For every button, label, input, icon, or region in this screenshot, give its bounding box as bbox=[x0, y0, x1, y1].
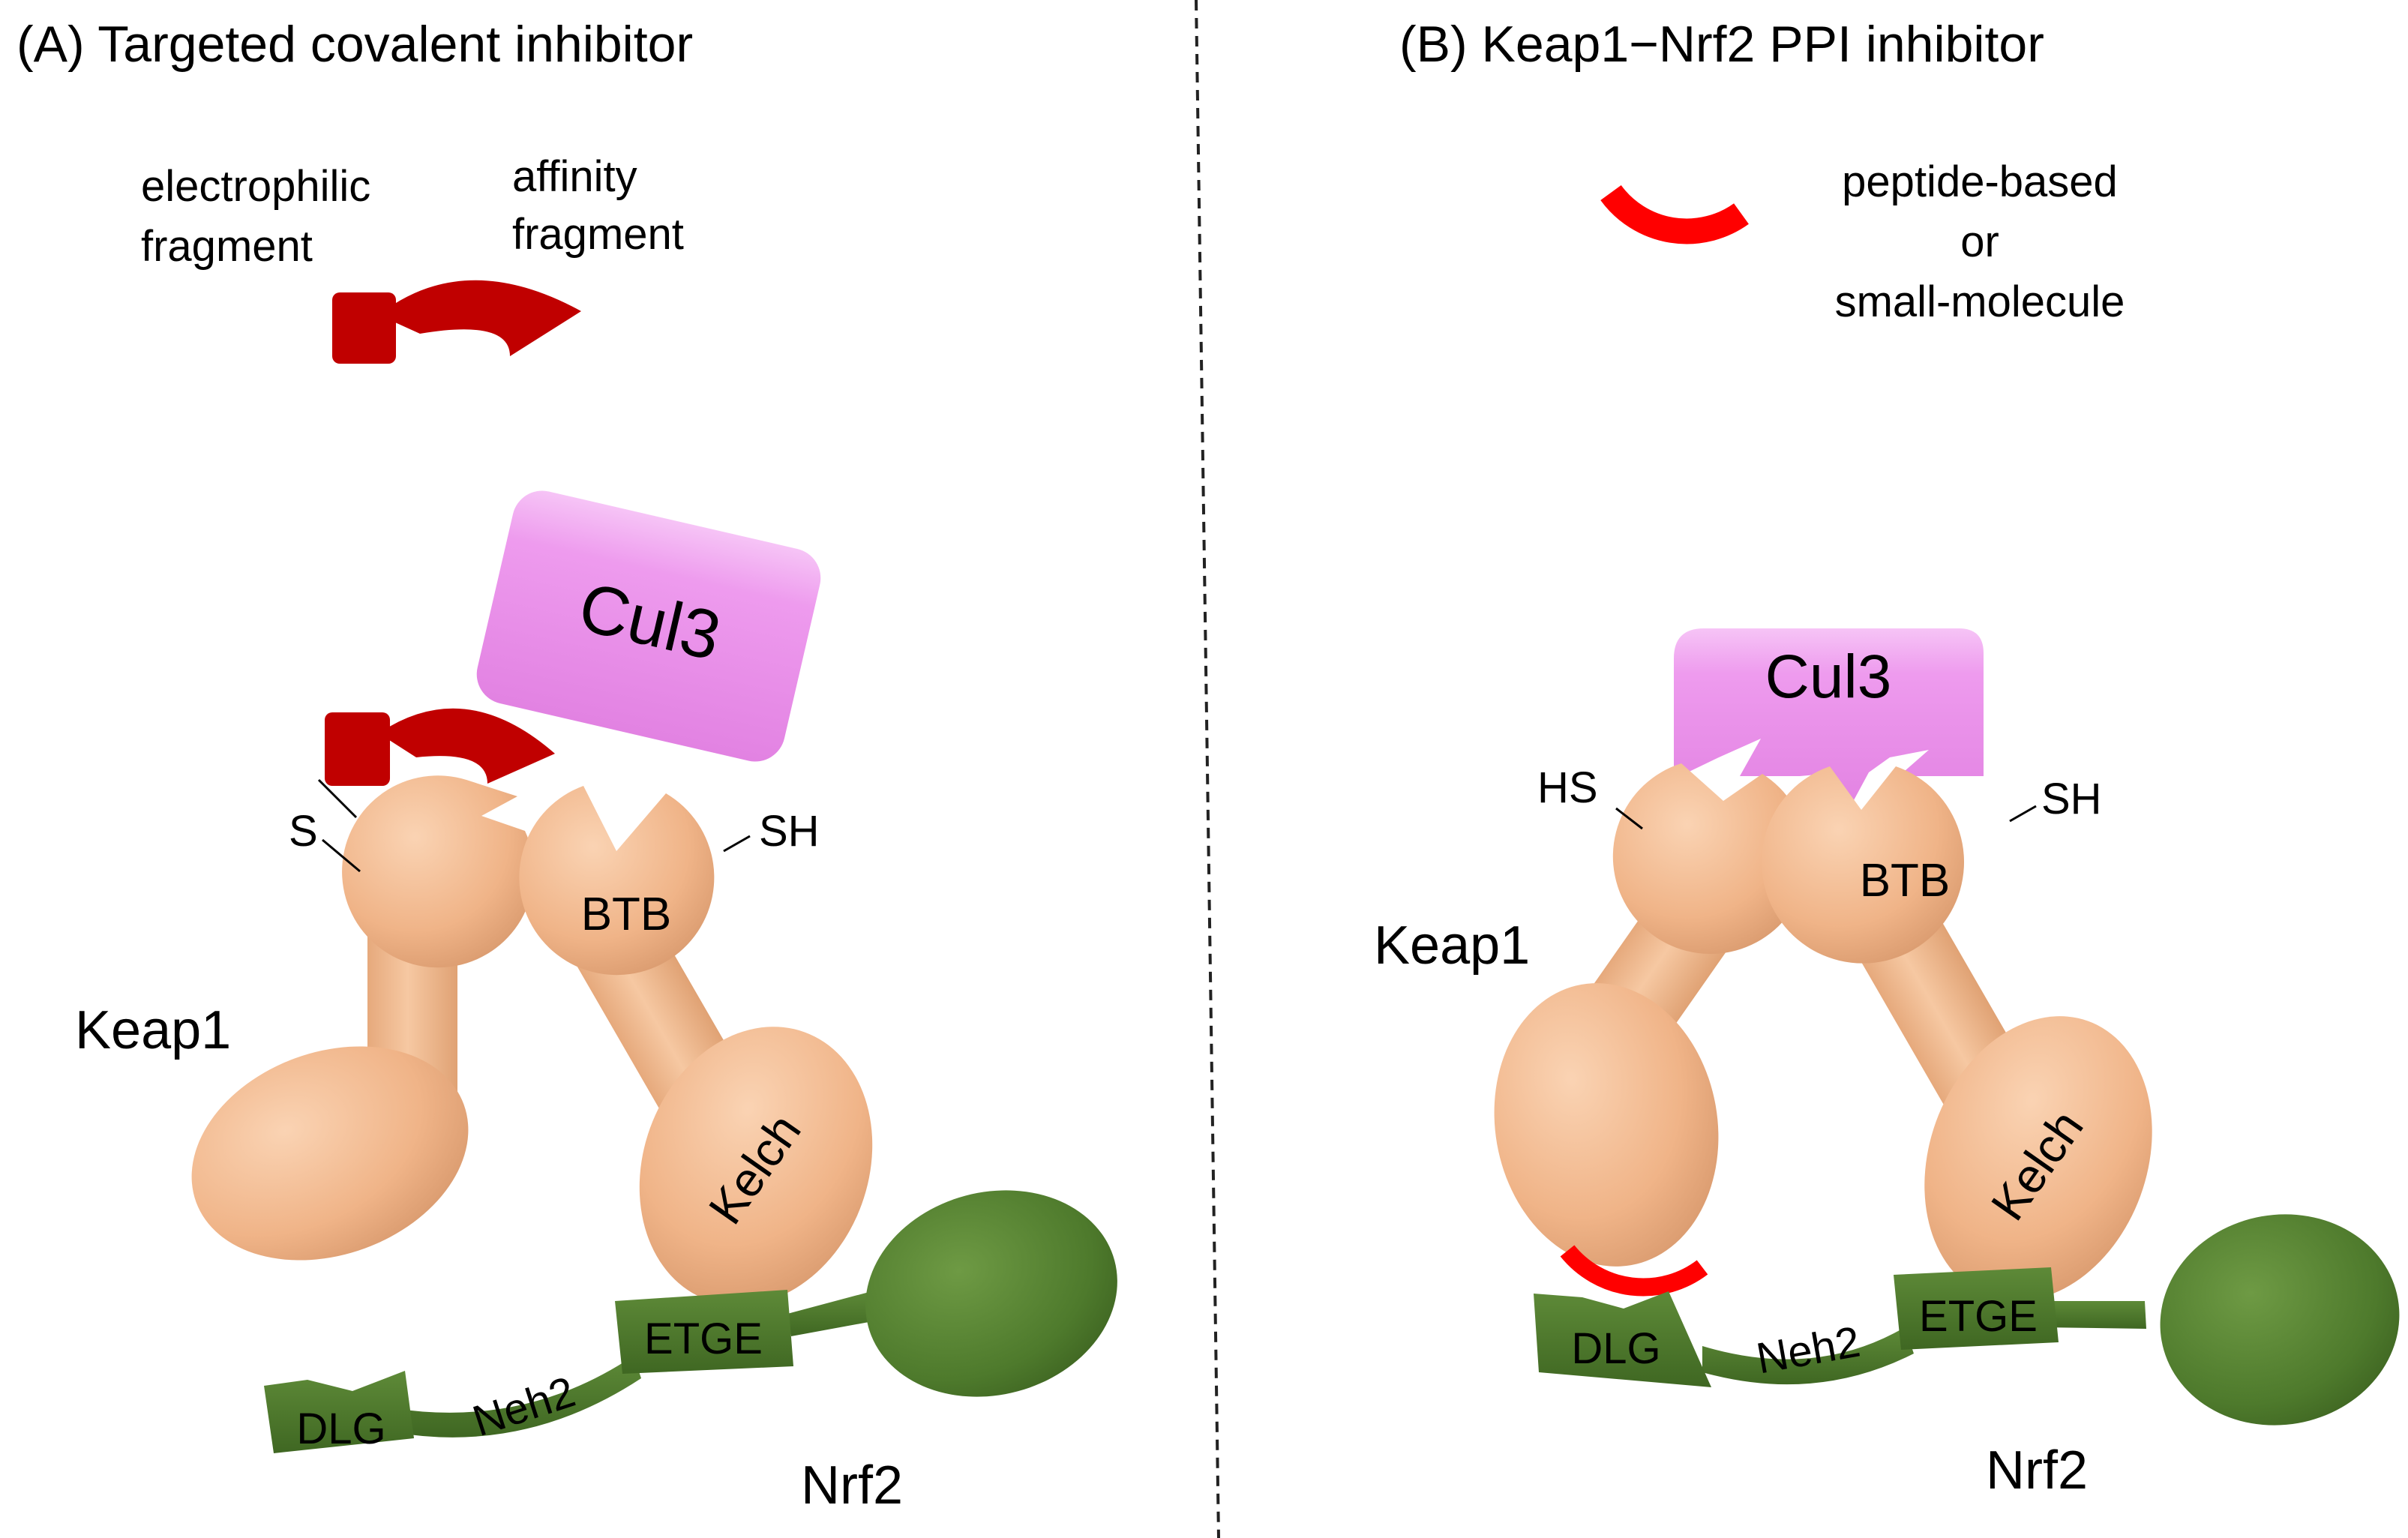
cul3-label-b: Cul3 bbox=[1765, 643, 1892, 711]
ppi-legend-line2: or bbox=[1960, 217, 1999, 266]
s-pointer-line bbox=[317, 778, 358, 819]
panel-b-title: (B) Keap1−Nrf2 PPI inhibitor bbox=[1399, 16, 2044, 73]
ppi-inhibitor-legend-icon bbox=[1600, 184, 1749, 244]
dlg-box-b bbox=[1534, 1291, 1711, 1387]
sh-label-a: SH bbox=[759, 807, 820, 856]
neh2-linker-b bbox=[1702, 1327, 1914, 1385]
ppi-legend-line3: small-molecule bbox=[1835, 277, 2125, 326]
ppi-inhibitor-bound bbox=[1560, 1245, 1708, 1297]
keap1-label-b: Keap1 bbox=[1374, 916, 1530, 976]
etge-box-b bbox=[1894, 1267, 2059, 1350]
keap1-label-a: Keap1 bbox=[75, 1000, 231, 1060]
btb-label-a: BTB bbox=[581, 889, 672, 940]
keap1-left-kelch-b bbox=[1494, 983, 1719, 1267]
keap1-right-kelch-b bbox=[1924, 1016, 2152, 1301]
neh2-label-a: Neh2 bbox=[467, 1367, 581, 1446]
etge-label-b: ETGE bbox=[1919, 1292, 2038, 1341]
keap1-left-kelch-a bbox=[191, 1046, 469, 1261]
electrophilic-fragment-label-2: fragment bbox=[141, 222, 313, 271]
s-pointer-line-2 bbox=[322, 838, 361, 873]
electrophilic-fragment-label: electrophilic bbox=[141, 162, 370, 211]
nrf2-body-a bbox=[865, 1190, 1117, 1397]
ppi-legend-line1: peptide-based bbox=[1842, 157, 2118, 206]
hs-pointer-line bbox=[1615, 807, 1643, 830]
cul3-box-a: Cul3 bbox=[476, 490, 821, 762]
nrf2-body-b bbox=[2160, 1214, 2400, 1426]
etge-box-a bbox=[615, 1290, 793, 1374]
hs-label: HS bbox=[1537, 763, 1598, 812]
sh-pointer-line-a bbox=[723, 835, 751, 853]
covalent-inhibitor-legend-icon bbox=[332, 280, 581, 364]
nrf2-label-a: Nrf2 bbox=[801, 1456, 903, 1516]
panel-b: (B) Keap1−Nrf2 PPI inhibitor peptide-bas… bbox=[1374, 16, 2400, 1501]
affinity-fragment-label: affinity bbox=[512, 152, 637, 201]
s-label: S bbox=[289, 807, 318, 856]
keap1-right-kelch-a bbox=[639, 1027, 873, 1306]
nrf2-connector-a bbox=[787, 1290, 881, 1336]
neh2-linker-a bbox=[394, 1356, 641, 1438]
sh-label-b: SH bbox=[2041, 775, 2102, 823]
panel-a: (A) Targeted covalent inhibitor electrop… bbox=[16, 16, 1117, 1516]
btb-right-domain-b bbox=[1762, 766, 1964, 964]
covalent-inhibitor-bound bbox=[325, 708, 555, 786]
dlg-label-b: DLG bbox=[1571, 1324, 1660, 1373]
dlg-box-a bbox=[264, 1371, 414, 1453]
nrf2-label-b: Nrf2 bbox=[1986, 1441, 2088, 1501]
btb-left-domain-b bbox=[1612, 763, 1808, 955]
sh-pointer-line-b bbox=[2009, 805, 2037, 823]
dlg-label-a: DLG bbox=[296, 1405, 385, 1453]
panel-divider bbox=[1195, 0, 1220, 1538]
cul3-box-b: Cul3 bbox=[1674, 628, 1984, 810]
btb-left-domain-a bbox=[342, 775, 535, 968]
btb-right-domain-a bbox=[519, 786, 715, 976]
btb-label-b: BTB bbox=[1860, 855, 1951, 907]
affinity-fragment-label-2: fragment bbox=[512, 210, 684, 259]
etge-label-a: ETGE bbox=[644, 1315, 763, 1363]
panel-a-title: (A) Targeted covalent inhibitor bbox=[16, 16, 693, 73]
nrf2-connector-b bbox=[2036, 1301, 2146, 1329]
